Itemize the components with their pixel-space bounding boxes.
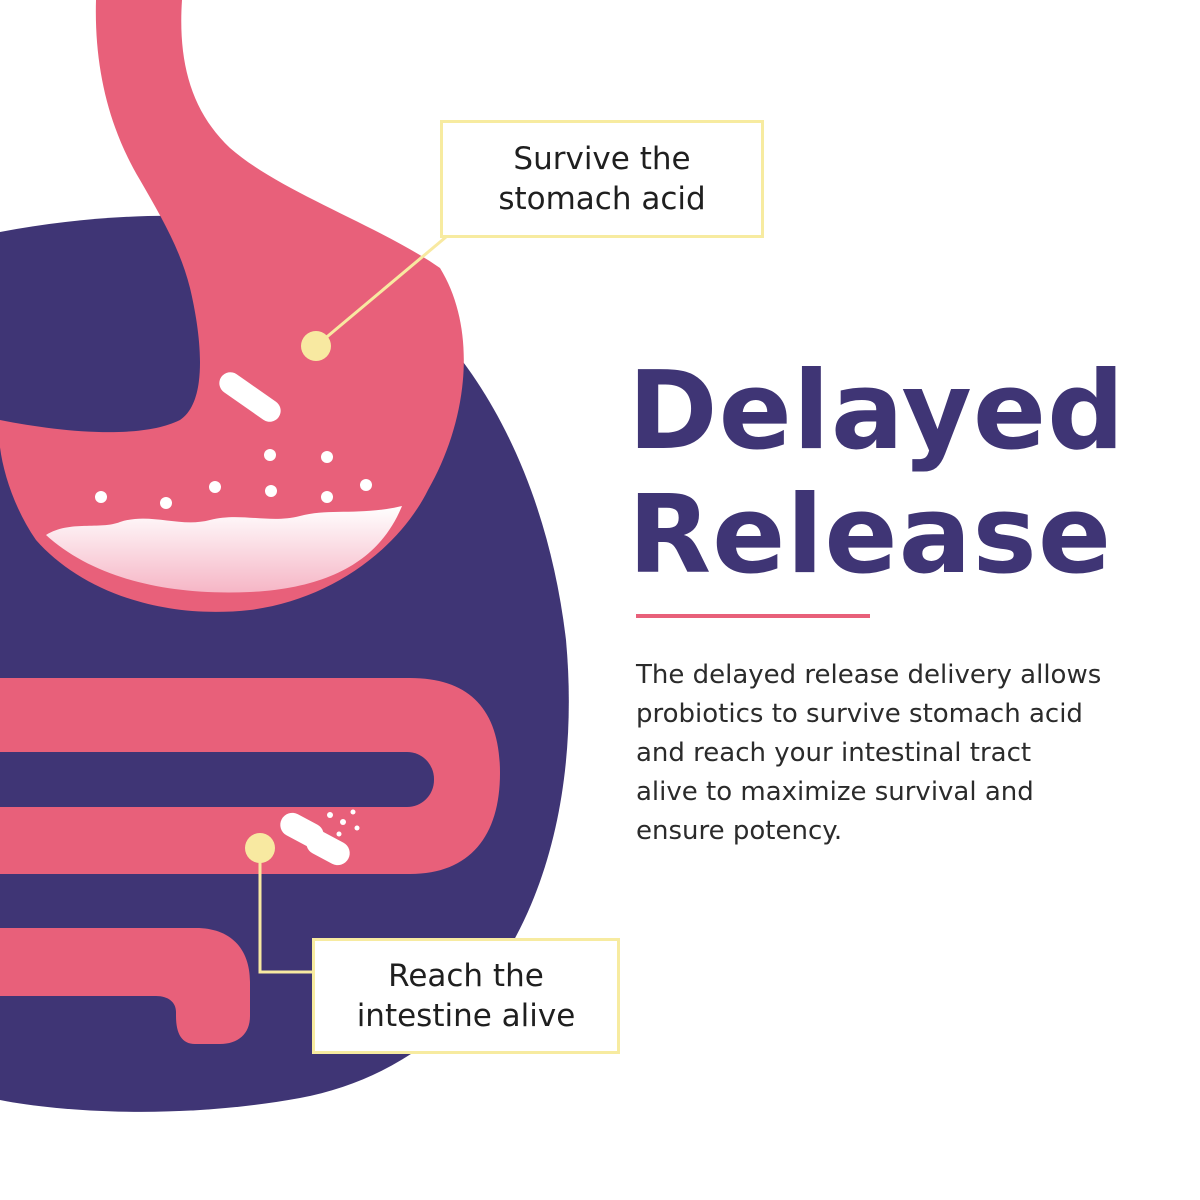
stomach-callout-line1: Survive the [513,141,691,177]
headline-divider [636,614,870,618]
intestine-inner-channel-fill [0,752,60,807]
headline: Delayed Release [628,350,1188,598]
marker-dot-icon [245,833,275,863]
stomach-acid-pool [46,506,402,593]
description-line: probiotics to survive stomach acid [636,699,1083,729]
open-capsule-icon [280,809,360,866]
intestine-callout-line1: Reach the [388,958,544,994]
intestine-callout: Reach the intestine alive [312,938,620,1054]
dissolving-particles [95,449,372,509]
intestine-callout-line2: intestine alive [356,998,576,1034]
particle-dot [95,491,107,503]
stomach-callout-line2: stomach acid [498,181,706,217]
particle-dot [160,497,172,509]
headline-line2: Release [628,473,1113,598]
intestine-inner-channel [0,752,434,807]
description-text: The delayed release delivery allows prob… [636,656,1196,851]
description-line: alive to maximize survival and [636,777,1034,807]
marker-dot-icon [301,331,331,361]
headline-line1: Delayed [628,349,1126,474]
stomach-leader-line [315,235,447,348]
particle-dot [360,479,372,491]
capsule-icon [219,372,281,422]
particle-dot [264,449,276,461]
particle-dot [321,451,333,463]
description-line: ensure potency. [636,816,843,846]
particle-dot [209,481,221,493]
description-line: The delayed release delivery allows [636,660,1102,690]
stomach-callout: Survive the stomach acid [440,120,764,238]
intestine-leader-line [258,848,314,974]
description-line: and reach your intestinal tract [636,738,1032,768]
stomach-shape [0,0,464,612]
particle-dot [265,485,277,497]
particle-dot [321,491,333,503]
